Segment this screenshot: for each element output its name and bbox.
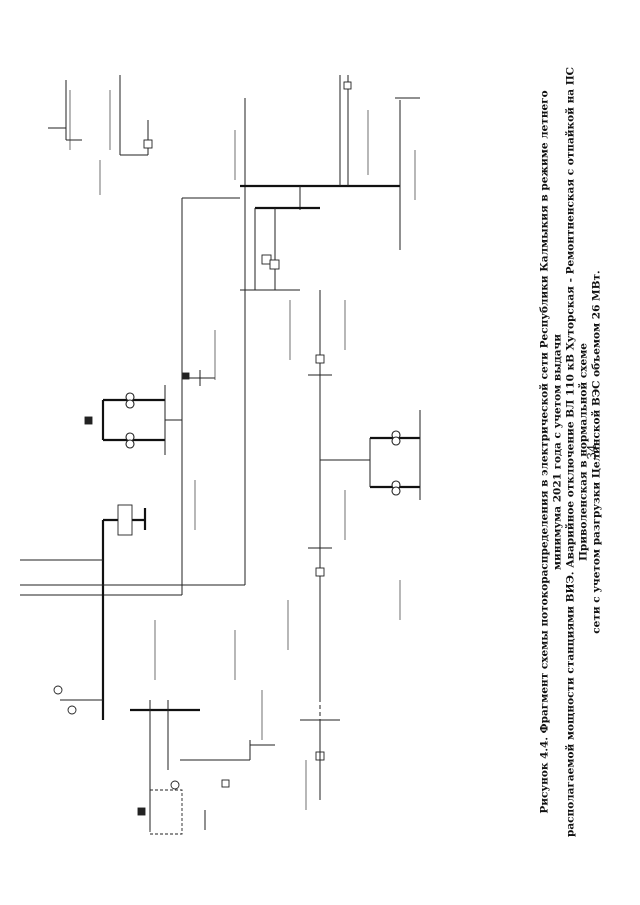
switch-mid [182, 370, 215, 386]
dashed-line-lower [300, 600, 340, 800]
substation-center [84, 385, 182, 455]
fragment-top-left [48, 80, 101, 195]
substation-lower-right [320, 410, 421, 500]
main-left-bus [20, 395, 246, 720]
substation-mid-right [240, 206, 320, 291]
substation-upper-right [240, 75, 420, 250]
caption-line-1: Рисунок 4.4. Фрагмент схемы потокораспре… [538, 90, 564, 814]
diagram-labels [69, 90, 416, 810]
page-number: 34 [585, 444, 599, 460]
line-180-vertical [20, 197, 240, 596]
fragment-top-middle [119, 75, 153, 156]
substation-lower-left [130, 700, 275, 835]
